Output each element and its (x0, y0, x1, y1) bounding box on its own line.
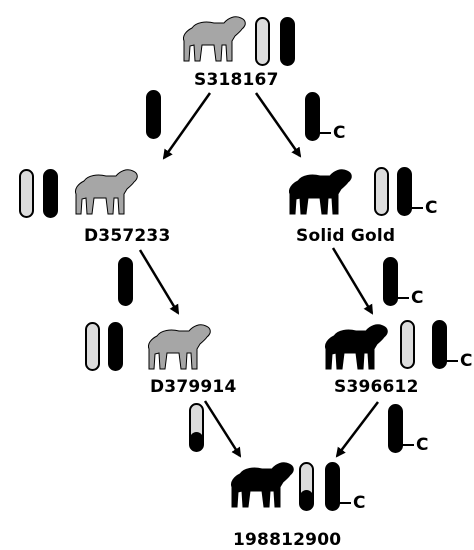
chromosome-dark (280, 17, 295, 66)
animal-label-198812900: 198812900 (233, 530, 342, 550)
animal-label-solid-gold: Solid Gold (296, 226, 396, 246)
inheritance-arrows (138, 92, 379, 458)
arrow-s318167-to-d357233 (162, 92, 212, 160)
c-marker-label: C (333, 123, 346, 143)
c-marker-label: C (425, 198, 438, 218)
sheep-d357233-icon (74, 169, 138, 215)
animal-label-d379914: D379914 (150, 377, 237, 397)
chromosome-light (19, 169, 34, 218)
animal-label-d357233: D357233 (84, 226, 171, 246)
animal-label-s396612: S396612 (334, 377, 419, 397)
c-marker-label: C (353, 493, 366, 513)
chromosome-light (374, 167, 389, 216)
sheep-198812900-icon (230, 462, 294, 508)
chromosome-light (400, 320, 415, 369)
c-marker-label: C (411, 288, 424, 308)
sheep-d379914-icon (147, 324, 211, 370)
arrow-solid-gold-to-s396612 (331, 247, 374, 315)
chromosome-dark-c (325, 462, 340, 511)
chromosome-mixed-dark-end (190, 432, 203, 451)
chromosome-dark (108, 322, 123, 371)
chromosome-dark-c (305, 92, 320, 141)
chromosome-dark-c (432, 320, 447, 369)
chromosome-dark-c (388, 404, 403, 453)
chromosome-dark-c (383, 257, 398, 306)
arrow-d357233-to-d379914 (138, 249, 180, 315)
chromosome-dark (118, 257, 133, 306)
sheep-s318167-icon (182, 16, 246, 62)
sheep-solid-gold-icon (288, 169, 352, 215)
c-marker-label: C (460, 351, 473, 371)
chromosome-mixed-dark-end (300, 490, 313, 510)
arrow-s396612-to-198812900 (335, 401, 379, 458)
chromosome-light (255, 17, 270, 66)
c-marker-label: C (416, 435, 429, 455)
chromosome-dark (43, 169, 58, 218)
chromosome-dark (146, 90, 161, 139)
sheep-s396612-icon (324, 324, 388, 370)
chromosome-dark-c (397, 167, 412, 216)
arrow-s318167-to-solid-gold (254, 92, 302, 158)
arrow-d379914-to-198812900 (203, 400, 242, 458)
animal-label-s318167: S318167 (194, 70, 279, 90)
chromosome-light (85, 322, 100, 371)
